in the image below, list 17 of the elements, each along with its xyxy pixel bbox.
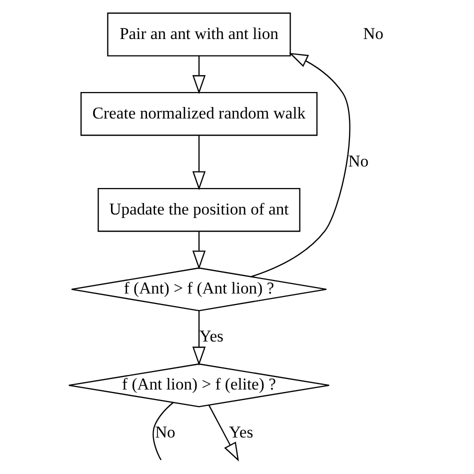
edge-label: No bbox=[155, 422, 176, 442]
label: No bbox=[363, 24, 384, 43]
arrow bbox=[208, 404, 239, 462]
arrow bbox=[192, 56, 206, 94]
arrow bbox=[250, 52, 350, 278]
node-box: Upadate the position of ant bbox=[98, 188, 300, 232]
node-box: Create normalized random walk bbox=[80, 92, 318, 136]
connector bbox=[152, 402, 174, 460]
edge-label: Yes bbox=[199, 326, 224, 346]
edge-label: Yes bbox=[229, 422, 254, 442]
arrow bbox=[192, 310, 206, 366]
arrow bbox=[192, 231, 206, 270]
node-diamond: f (Ant lion) > f (elite) ? bbox=[68, 363, 330, 408]
edge-label: No bbox=[348, 151, 369, 170]
node-diamond: f (Ant) > f (Ant lion) ? bbox=[71, 267, 327, 312]
arrow bbox=[192, 135, 206, 190]
node-box: Pair an ant with ant lion bbox=[107, 12, 291, 56]
